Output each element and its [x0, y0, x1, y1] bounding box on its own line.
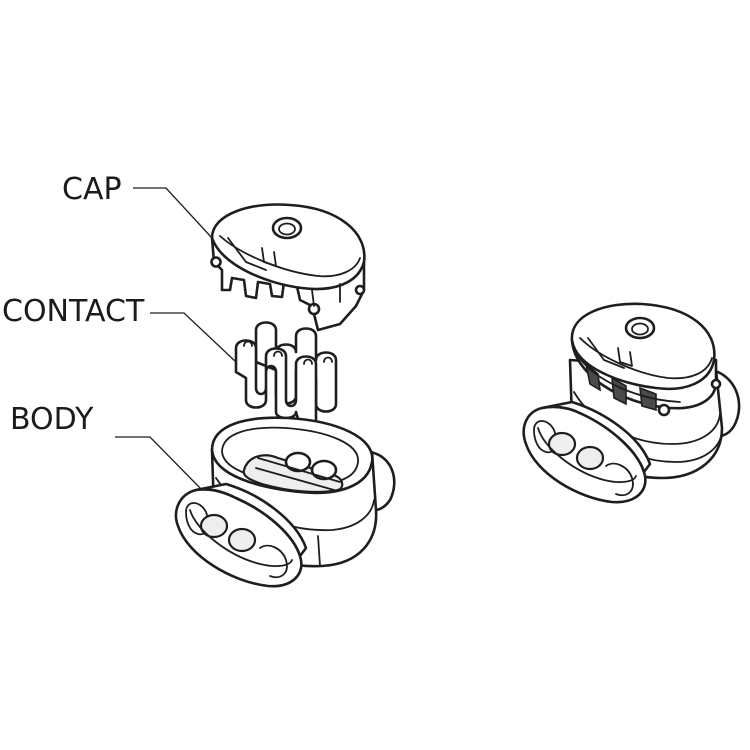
leader-body: [115, 436, 205, 493]
body-part: [174, 416, 396, 588]
contact-part: [234, 321, 338, 430]
label-contact: CONTACT: [2, 294, 145, 329]
label-cap: CAP: [62, 172, 122, 207]
leader-contact: [150, 312, 237, 363]
cap-part: [210, 203, 366, 332]
leader-cap: [133, 187, 213, 239]
assembled-connector: [522, 302, 741, 504]
label-body: BODY: [10, 402, 94, 437]
